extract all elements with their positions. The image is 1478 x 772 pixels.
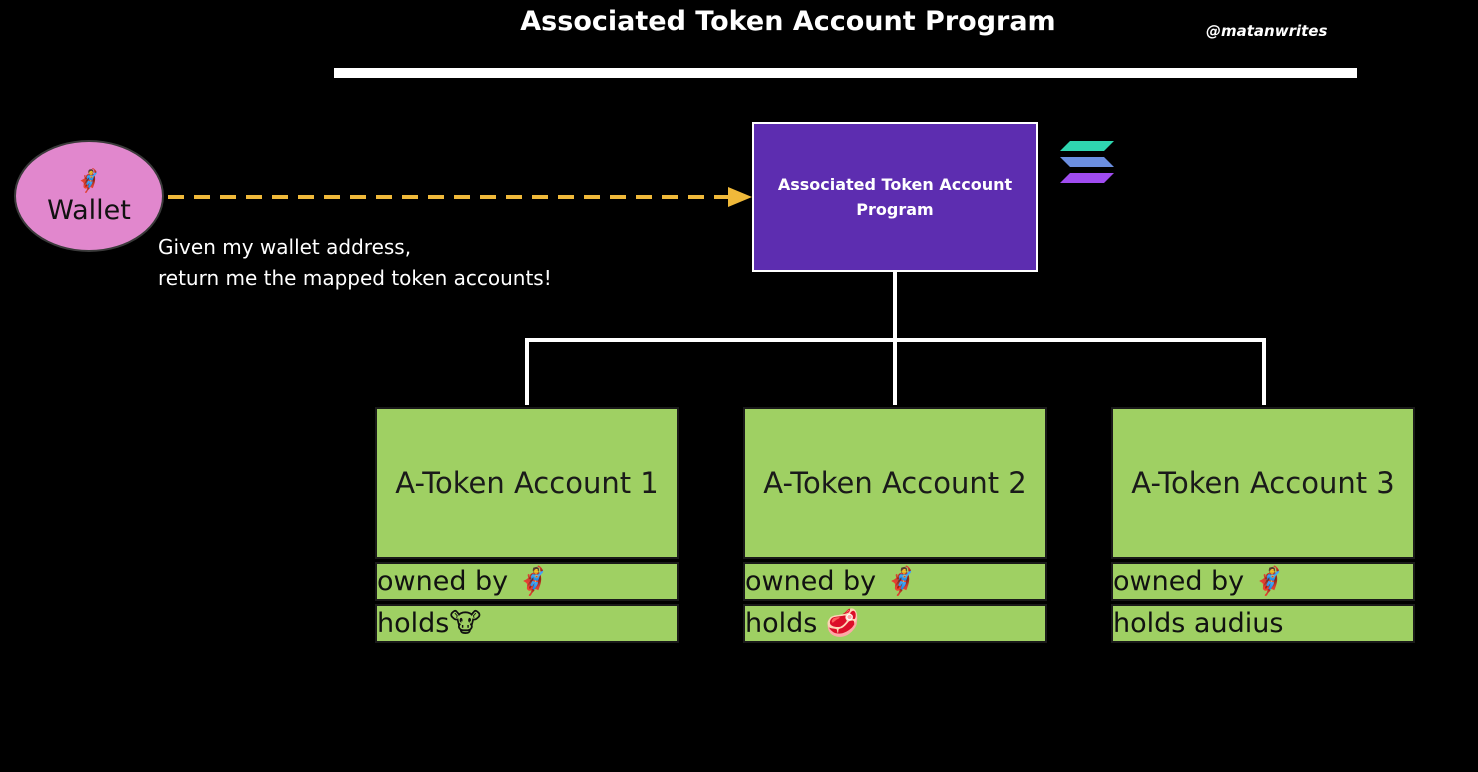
program-label: Associated Token Account Program [777, 175, 1013, 219]
diagram-title: Associated Token Account Program [520, 6, 1056, 37]
token-account-holds-row: holds🐮 [375, 604, 679, 643]
token-account-title: A-Token Account 3 [1111, 407, 1415, 559]
token-account-owner-row: owned by 🦸 [1111, 562, 1415, 601]
wallet-label: Wallet [47, 195, 131, 226]
token-account-title: A-Token Account 2 [743, 407, 1047, 559]
token-account-holds-row: holds audius [1111, 604, 1415, 643]
token-account-title: A-Token Account 1 [375, 407, 679, 559]
token-account-2: A-Token Account 2 owned by 🦸 holds 🥩 [743, 407, 1047, 643]
request-caption: Given my wallet address, return me the m… [158, 232, 552, 294]
token-account-owner-row: owned by 🦸 [375, 562, 679, 601]
superhero-icon: 🦸 [75, 168, 103, 193]
author-handle: @matanwrites [1206, 22, 1328, 40]
token-account-holds-row: holds 🥩 [743, 604, 1047, 643]
title-underline [334, 68, 1357, 78]
solana-logo-icon [1060, 141, 1114, 183]
caption-line-2: return me the mapped token accounts! [158, 266, 552, 290]
token-account-3: A-Token Account 3 owned by 🦸 holds audiu… [1111, 407, 1415, 643]
caption-line-1: Given my wallet address, [158, 235, 412, 259]
wallet-node: 🦸 Wallet [14, 140, 164, 252]
associated-token-program-node: Associated Token Account Program [752, 122, 1038, 272]
token-account-1: A-Token Account 1 owned by 🦸 holds🐮 [375, 407, 679, 643]
request-arrowhead-icon [728, 187, 752, 207]
token-account-owner-row: owned by 🦸 [743, 562, 1047, 601]
